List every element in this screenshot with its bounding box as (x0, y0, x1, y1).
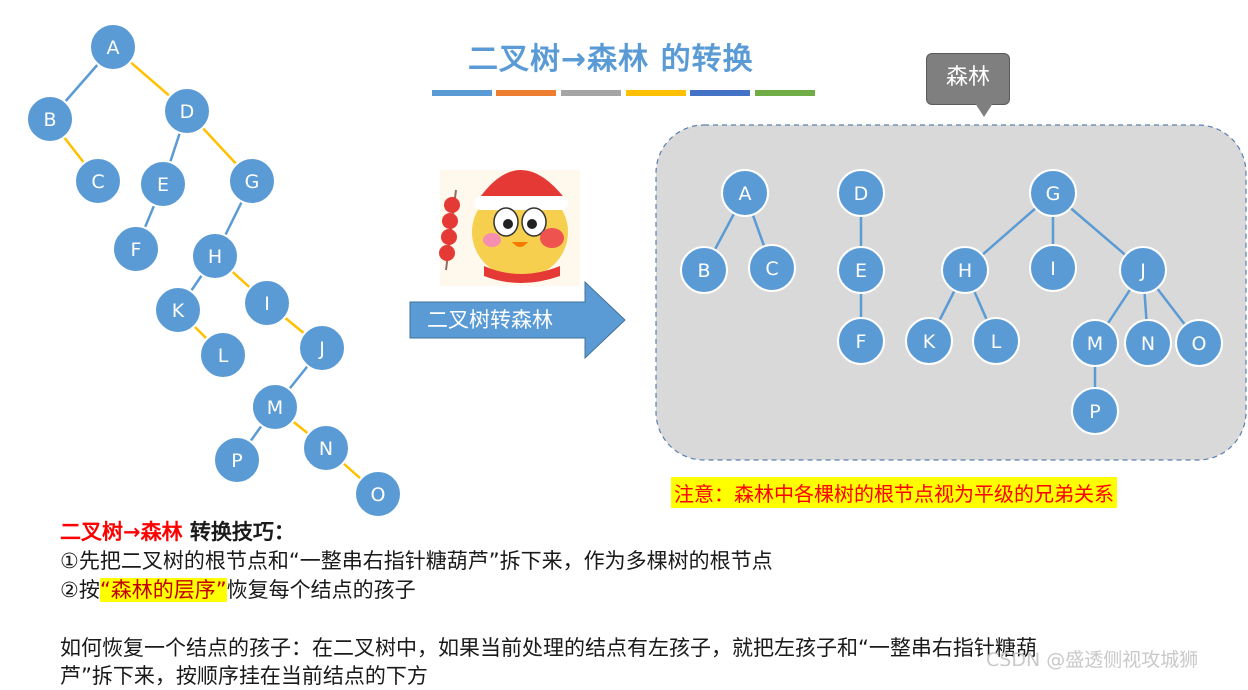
conversion-arrow-label: 二叉树转森林 (427, 308, 553, 332)
bt-node-label: E (157, 174, 169, 196)
bt-node-f: F (112, 225, 160, 273)
title-part1: 二叉树 (468, 42, 561, 77)
forest-node-label: K (923, 331, 936, 353)
tips-paragraph-line-2: 芦”拆下来，按顺序挂在当前结点的下方 (60, 664, 428, 688)
forest-node-label: C (765, 258, 778, 280)
conversion-arrow (409, 280, 626, 360)
bt-node-label: B (43, 109, 56, 131)
forest-node-label: L (991, 331, 1002, 353)
color-bar-4 (626, 90, 686, 96)
bt-node-m: M (251, 383, 299, 431)
bt-node-label: N (319, 438, 333, 460)
forest-node-label: F (856, 331, 867, 353)
forest-panel (655, 124, 1247, 461)
forest-note: 注意：森林中各棵树的根节点视为平级的兄弟关系 (671, 477, 1117, 508)
bt-node-label: C (91, 171, 104, 193)
bt-node-label: I (264, 293, 270, 315)
tips-heading-red: 二叉树→森林 (60, 520, 183, 544)
bt-node-c: C (74, 157, 122, 205)
color-bar-3 (561, 90, 621, 96)
bt-node-label: H (208, 246, 222, 268)
bt-node-label: G (245, 171, 260, 193)
page-title: 二叉树→森林 的转换 (468, 34, 754, 78)
mascot-illustration (439, 143, 580, 286)
title-part2: 森林 的转换 (587, 42, 754, 77)
forest-node-g: G (1029, 169, 1077, 217)
forest-node-label: P (1089, 401, 1100, 423)
forest-node-k: K (905, 317, 953, 365)
forest-callout-tail (975, 103, 993, 117)
bt-node-label: P (231, 450, 242, 472)
bt-node-label: K (172, 300, 185, 322)
bt-node-label: A (107, 37, 120, 59)
bt-node-o: O (354, 470, 402, 518)
tips-heading-black: 转换技巧： (182, 520, 295, 544)
bt-node-h: H (191, 232, 239, 280)
forest-node-e: E (837, 246, 885, 294)
tips-line-1: ①先把二叉树的根节点和“一整串右指针糖葫芦”拆下来，作为多棵树的根节点 (60, 549, 773, 573)
forest-node-a: A (721, 169, 769, 217)
bt-node-label: D (180, 101, 195, 123)
tips-paragraph-line-1: 如何恢复一个结点的孩子：在二叉树中，如果当前处理的结点有左孩子，就把左孩子和“一… (60, 636, 1037, 660)
forest-node-label: E (855, 260, 867, 282)
color-bar-1 (432, 90, 492, 96)
bt-node-label: L (218, 345, 229, 367)
tips-line-2: ②按“森林的层序”恢复每个结点的孩子 (60, 574, 416, 604)
forest-node-l: L (972, 317, 1020, 365)
bt-node-label: O (371, 484, 386, 506)
forest-node-label: A (739, 183, 752, 205)
forest-node-f: F (837, 317, 885, 365)
bt-node-l: L (199, 331, 247, 379)
bt-node-k: K (154, 286, 202, 334)
bt-node-p: P (213, 436, 261, 484)
color-bar-5 (690, 90, 750, 96)
bt-node-n: N (302, 424, 350, 472)
title-arrow: → (561, 42, 588, 77)
bt-node-b: B (26, 95, 74, 143)
forest-node-label: I (1050, 258, 1056, 280)
forest-node-h: H (941, 246, 989, 294)
color-bar-6 (755, 90, 815, 96)
csdn-watermark: CSDN @盛透侧视攻城狮 (986, 649, 1199, 671)
bt-node-a: A (89, 23, 137, 71)
forest-node-label: D (854, 183, 869, 205)
forest-node-d: D (837, 169, 885, 217)
forest-node-label: H (958, 260, 972, 282)
tips-line-2-suffix: 恢复每个结点的孩子 (226, 578, 416, 602)
forest-node-label: N (1141, 333, 1155, 355)
forest-node-c: C (748, 244, 796, 292)
bt-node-label: J (318, 338, 325, 360)
forest-node-p: P (1071, 387, 1119, 435)
forest-node-m: M (1071, 319, 1119, 367)
tips-line-2-prefix: ②按 (60, 578, 100, 602)
forest-node-label: M (1087, 333, 1103, 355)
forest-node-n: N (1124, 319, 1172, 367)
forest-node-label: B (697, 260, 710, 282)
forest-node-j: J (1119, 246, 1167, 294)
forest-node-b: B (680, 246, 728, 294)
forest-callout: 森林 (926, 53, 1010, 105)
bt-node-e: E (139, 160, 187, 208)
tips-line-2-highlight: “森林的层序” (99, 578, 227, 602)
forest-node-label: G (1046, 183, 1061, 205)
forest-node-label: O (1192, 333, 1207, 355)
forest-node-label: J (1139, 260, 1146, 282)
color-bar-2 (496, 90, 556, 96)
bt-node-j: J (298, 324, 346, 372)
bt-node-d: D (163, 87, 211, 135)
forest-node-i: I (1029, 244, 1077, 292)
bt-node-label: M (267, 397, 283, 419)
bt-node-i: I (243, 279, 291, 327)
tips-heading: 二叉树→森林 转换技巧： (60, 516, 295, 546)
bt-node-g: G (228, 157, 276, 205)
bt-node-label: F (131, 239, 142, 261)
forest-node-o: O (1175, 319, 1223, 367)
